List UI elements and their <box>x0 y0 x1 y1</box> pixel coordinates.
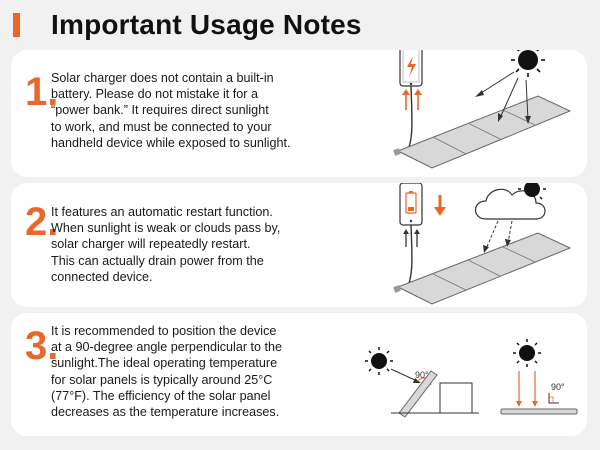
phone-charging-icon <box>399 50 423 87</box>
illustration-panel-angle: 90° 90° <box>365 339 578 418</box>
note-text-2: It features an automatic restart functio… <box>51 205 281 284</box>
solar-panel-icon <box>393 95 572 169</box>
illustration-direct-sunlight <box>393 50 572 169</box>
note-number-2: 2. <box>25 200 59 244</box>
solar-panel-icon <box>393 232 572 305</box>
phone-draining-icon <box>399 183 423 226</box>
note-number-3: 3. <box>25 324 59 368</box>
sun-icon <box>518 183 546 200</box>
title-accent-bar <box>13 13 20 37</box>
sun-icon <box>511 50 545 77</box>
angle-label-tilted: 90° <box>415 370 429 380</box>
note-number-1: 1. <box>25 70 59 114</box>
header: Important Usage Notes <box>0 0 600 48</box>
note-text-3: It is recommended to position the device… <box>51 324 283 420</box>
note-text-1: Solar charger does not contain a built-i… <box>51 71 291 150</box>
sun-icon <box>365 347 393 375</box>
note-card-3: 3. It is recommended to position the dev… <box>11 313 587 436</box>
solar-panel-icon <box>500 408 578 415</box>
illustration-auto-restart <box>393 183 572 305</box>
sun-icon <box>513 339 541 367</box>
solar-panel-icon <box>398 370 438 418</box>
angle-label-flat: 90° <box>551 382 565 392</box>
note-card-2: 2. It features an automatic restart func… <box>11 183 587 307</box>
page-title: Important Usage Notes <box>51 9 362 40</box>
note-card-1: 1. Solar charger does not contain a buil… <box>11 50 587 177</box>
cloud-icon <box>474 188 546 220</box>
